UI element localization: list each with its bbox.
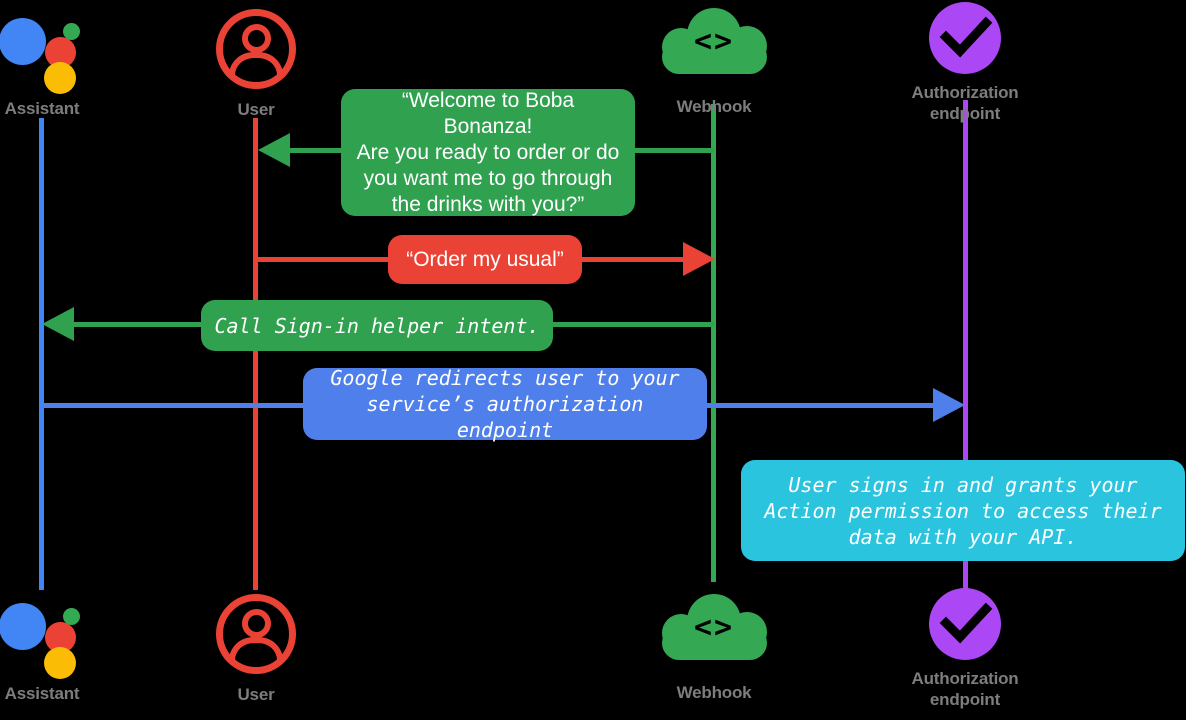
google-assistant-logo-icon — [0, 593, 87, 679]
actor-label-assistant: Assistant — [4, 684, 80, 703]
lifeline-webhook — [711, 104, 716, 582]
cloud-code-icon: <> — [657, 6, 772, 86]
actor-assistant-bottom: Assistant — [0, 593, 142, 704]
actor-authorization-bottom: Authorization endpoint — [865, 586, 1065, 710]
actor-webhook-bottom: <> Webhook — [614, 592, 814, 703]
user-icon-body — [229, 637, 283, 669]
message-arrow-order-my-usual-head — [683, 242, 715, 276]
cloud-code-icon: <> — [657, 592, 772, 672]
cloud-puff-top — [686, 594, 741, 648]
checkmark-glyph — [939, 602, 993, 644]
google-assistant-logo-icon — [0, 8, 87, 94]
message-bubble-sign-in-helper: Call Sign-in helper intent. — [201, 300, 553, 351]
message-arrow-welcome-head — [258, 133, 290, 167]
check-badge-disc — [929, 2, 1001, 74]
code-brackets-glyph: <> — [693, 24, 735, 59]
actor-assistant-top: Assistant — [0, 8, 142, 119]
user-icon-body — [229, 52, 283, 84]
cloud-base — [661, 40, 767, 74]
cloud-base — [661, 626, 767, 660]
lifeline-assistant — [39, 118, 44, 590]
user-icon-ring — [216, 594, 296, 674]
message-line: you want me to go through — [363, 166, 613, 190]
message-bubble-welcome: “Welcome to Boba Bonanza! Are you ready … — [341, 89, 635, 216]
message-line: Google redirects user to your — [330, 366, 680, 390]
assistant-dot-yellow — [44, 62, 76, 94]
assistant-dot-green — [63, 608, 80, 625]
user-icon-ring — [216, 9, 296, 89]
message-line: Are you ready to order or do — [356, 140, 620, 164]
assistant-dot-red — [45, 622, 76, 653]
message-bubble-user-grants-permission: User signs in and grants your Action per… — [741, 460, 1185, 561]
check-badge-disc — [929, 588, 1001, 660]
assistant-dot-red — [45, 37, 76, 68]
actor-label-authorization-line2: endpoint — [929, 690, 1001, 709]
cloud-puff-left — [661, 28, 700, 66]
actor-label-user: User — [237, 685, 275, 704]
cloud-puff-right — [726, 26, 767, 66]
purple-checkmark-badge-icon — [925, 0, 1005, 80]
assistant-dot-blue — [0, 603, 46, 650]
message-arrow-sign-in-helper-head — [42, 307, 74, 341]
purple-checkmark-badge-icon — [925, 586, 1005, 666]
lifeline-user — [253, 118, 258, 590]
message-line: Call Sign-in helper intent. — [214, 313, 540, 338]
message-line: “Welcome to Boba Bonanza! — [401, 88, 575, 138]
actor-label-assistant: Assistant — [4, 99, 80, 118]
message-line: “Order my usual” — [406, 247, 564, 271]
message-line: data with your API. — [848, 524, 1078, 549]
actor-label-authorization-line1: Authorization — [911, 669, 1019, 688]
message-line: service’s authorization endpoint — [366, 392, 644, 442]
code-brackets-glyph: <> — [693, 610, 735, 645]
message-line: Action permission to access their — [764, 498, 1162, 523]
assistant-dot-yellow — [44, 647, 76, 679]
actor-webhook-top: <> Webhook — [614, 6, 814, 117]
actor-label-authorization: Authorization endpoint — [865, 668, 1065, 710]
cloud-puff-top — [686, 8, 741, 62]
user-person-icon — [216, 594, 296, 674]
cloud-puff-left — [661, 614, 700, 652]
message-arrow-redirect-to-auth-head — [933, 388, 965, 422]
assistant-dot-green — [63, 23, 80, 40]
message-line: User signs in and grants your — [788, 472, 1138, 497]
actor-label-webhook: Webhook — [676, 683, 752, 702]
message-bubble-order-my-usual: “Order my usual” — [388, 235, 582, 284]
actor-user-top: User — [156, 8, 356, 120]
user-icon-head — [242, 24, 271, 53]
message-line: the drinks with you?” — [391, 192, 585, 216]
message-bubble-redirect-to-auth: Google redirects user to your service’s … — [303, 366, 707, 442]
actor-label-user: User — [237, 100, 275, 119]
user-icon-head — [242, 609, 271, 638]
checkmark-glyph — [939, 16, 993, 58]
cloud-puff-right — [726, 612, 767, 652]
actor-user-bottom: User — [156, 593, 356, 705]
lifeline-authorization — [963, 100, 968, 596]
assistant-dot-blue — [0, 18, 46, 65]
user-person-icon — [216, 9, 296, 89]
